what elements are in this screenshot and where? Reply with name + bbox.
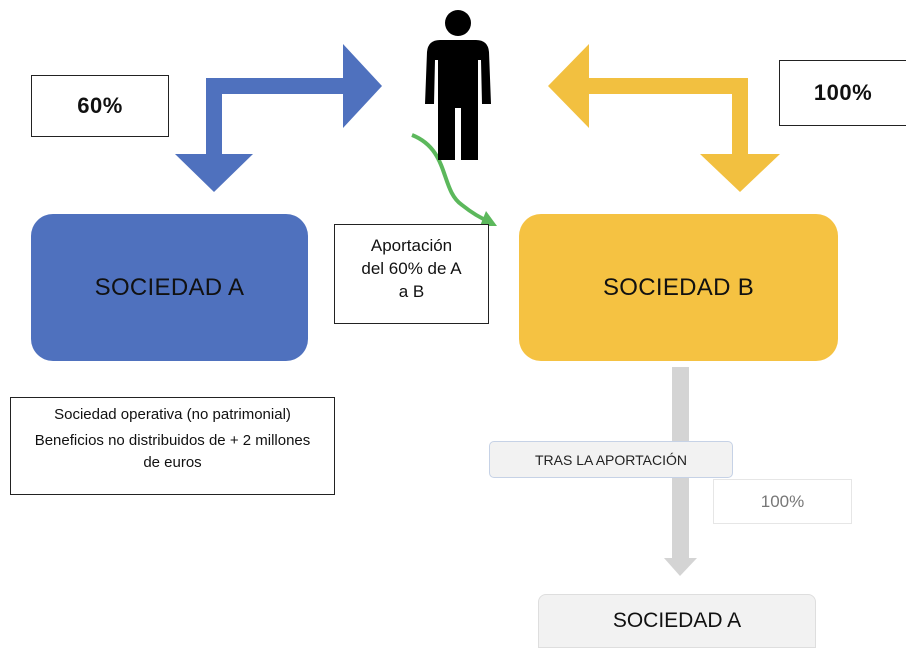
aportacion-line-2: del 60% de A bbox=[361, 259, 462, 278]
sociedad-a-after-box: SOCIEDAD A bbox=[538, 594, 816, 648]
sociedad-a-box: SOCIEDAD A bbox=[31, 214, 308, 361]
note-line-1: Sociedad operativa (no patrimonial) bbox=[54, 406, 291, 423]
sociedad-a-after-label: SOCIEDAD A bbox=[612, 609, 742, 632]
ownership-percent-right-label: 100% bbox=[813, 80, 873, 105]
yellow-ownership-arrow bbox=[548, 44, 780, 192]
aportacion-line-3: a B bbox=[398, 282, 425, 301]
ownership-percent-left-label: 60% bbox=[77, 93, 123, 118]
after-contribution-label: TRAS LA APORTACIÓN bbox=[489, 441, 733, 478]
person-icon bbox=[425, 10, 491, 160]
green-contribution-arrow bbox=[411, 133, 497, 226]
after-contribution-text: TRAS LA APORTACIÓN bbox=[535, 451, 687, 468]
sociedad-a-label: SOCIEDAD A bbox=[94, 273, 245, 301]
ownership-percent-right: 100% bbox=[779, 60, 906, 126]
sociedad-a-note: Sociedad operativa (no patrimonial) Bene… bbox=[10, 397, 335, 495]
ownership-percent-left: 60% bbox=[31, 75, 169, 137]
after-percent-label: 100% bbox=[760, 491, 805, 511]
sociedad-b-box: SOCIEDAD B bbox=[519, 214, 838, 361]
sociedad-b-label: SOCIEDAD B bbox=[602, 273, 755, 301]
aportacion-box: Aportación del 60% de A a B bbox=[334, 224, 489, 324]
blue-ownership-arrow bbox=[175, 44, 382, 192]
after-percent-box: 100% bbox=[713, 479, 852, 524]
aportacion-line-1: Aportación bbox=[370, 236, 453, 255]
note-line-2: Beneficios no distribuidos de + 2 millon… bbox=[34, 432, 311, 471]
